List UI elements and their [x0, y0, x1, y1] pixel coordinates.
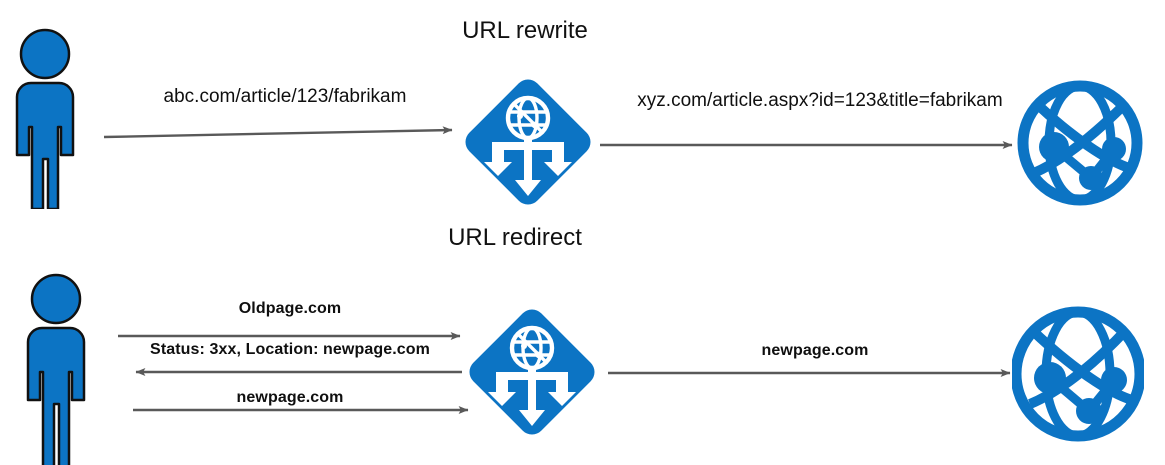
- application-gateway-icon: [469, 309, 595, 435]
- label-redirect-followup: newpage.com: [236, 389, 344, 406]
- label-rewrite-rewritten: xyz.com/article.aspx?id=123&title=fabrik…: [637, 90, 1003, 111]
- label-rewrite-request: abc.com/article/123/fabrikam: [163, 86, 407, 107]
- section-title-url-rewrite: URL rewrite: [462, 17, 588, 44]
- application-gateway-icon: [465, 79, 591, 205]
- person-icon: [15, 28, 75, 209]
- arrow-client-to-gateway-rewrite: [103, 126, 453, 139]
- web-globe-icon: [1012, 306, 1144, 442]
- section-title-url-redirect: URL redirect: [448, 224, 582, 251]
- person-icon: [26, 273, 86, 465]
- label-redirect-backend: newpage.com: [761, 342, 869, 359]
- label-redirect-request: Oldpage.com: [238, 300, 342, 317]
- label-redirect-response: Status: 3xx, Location: newpage.com: [150, 341, 430, 358]
